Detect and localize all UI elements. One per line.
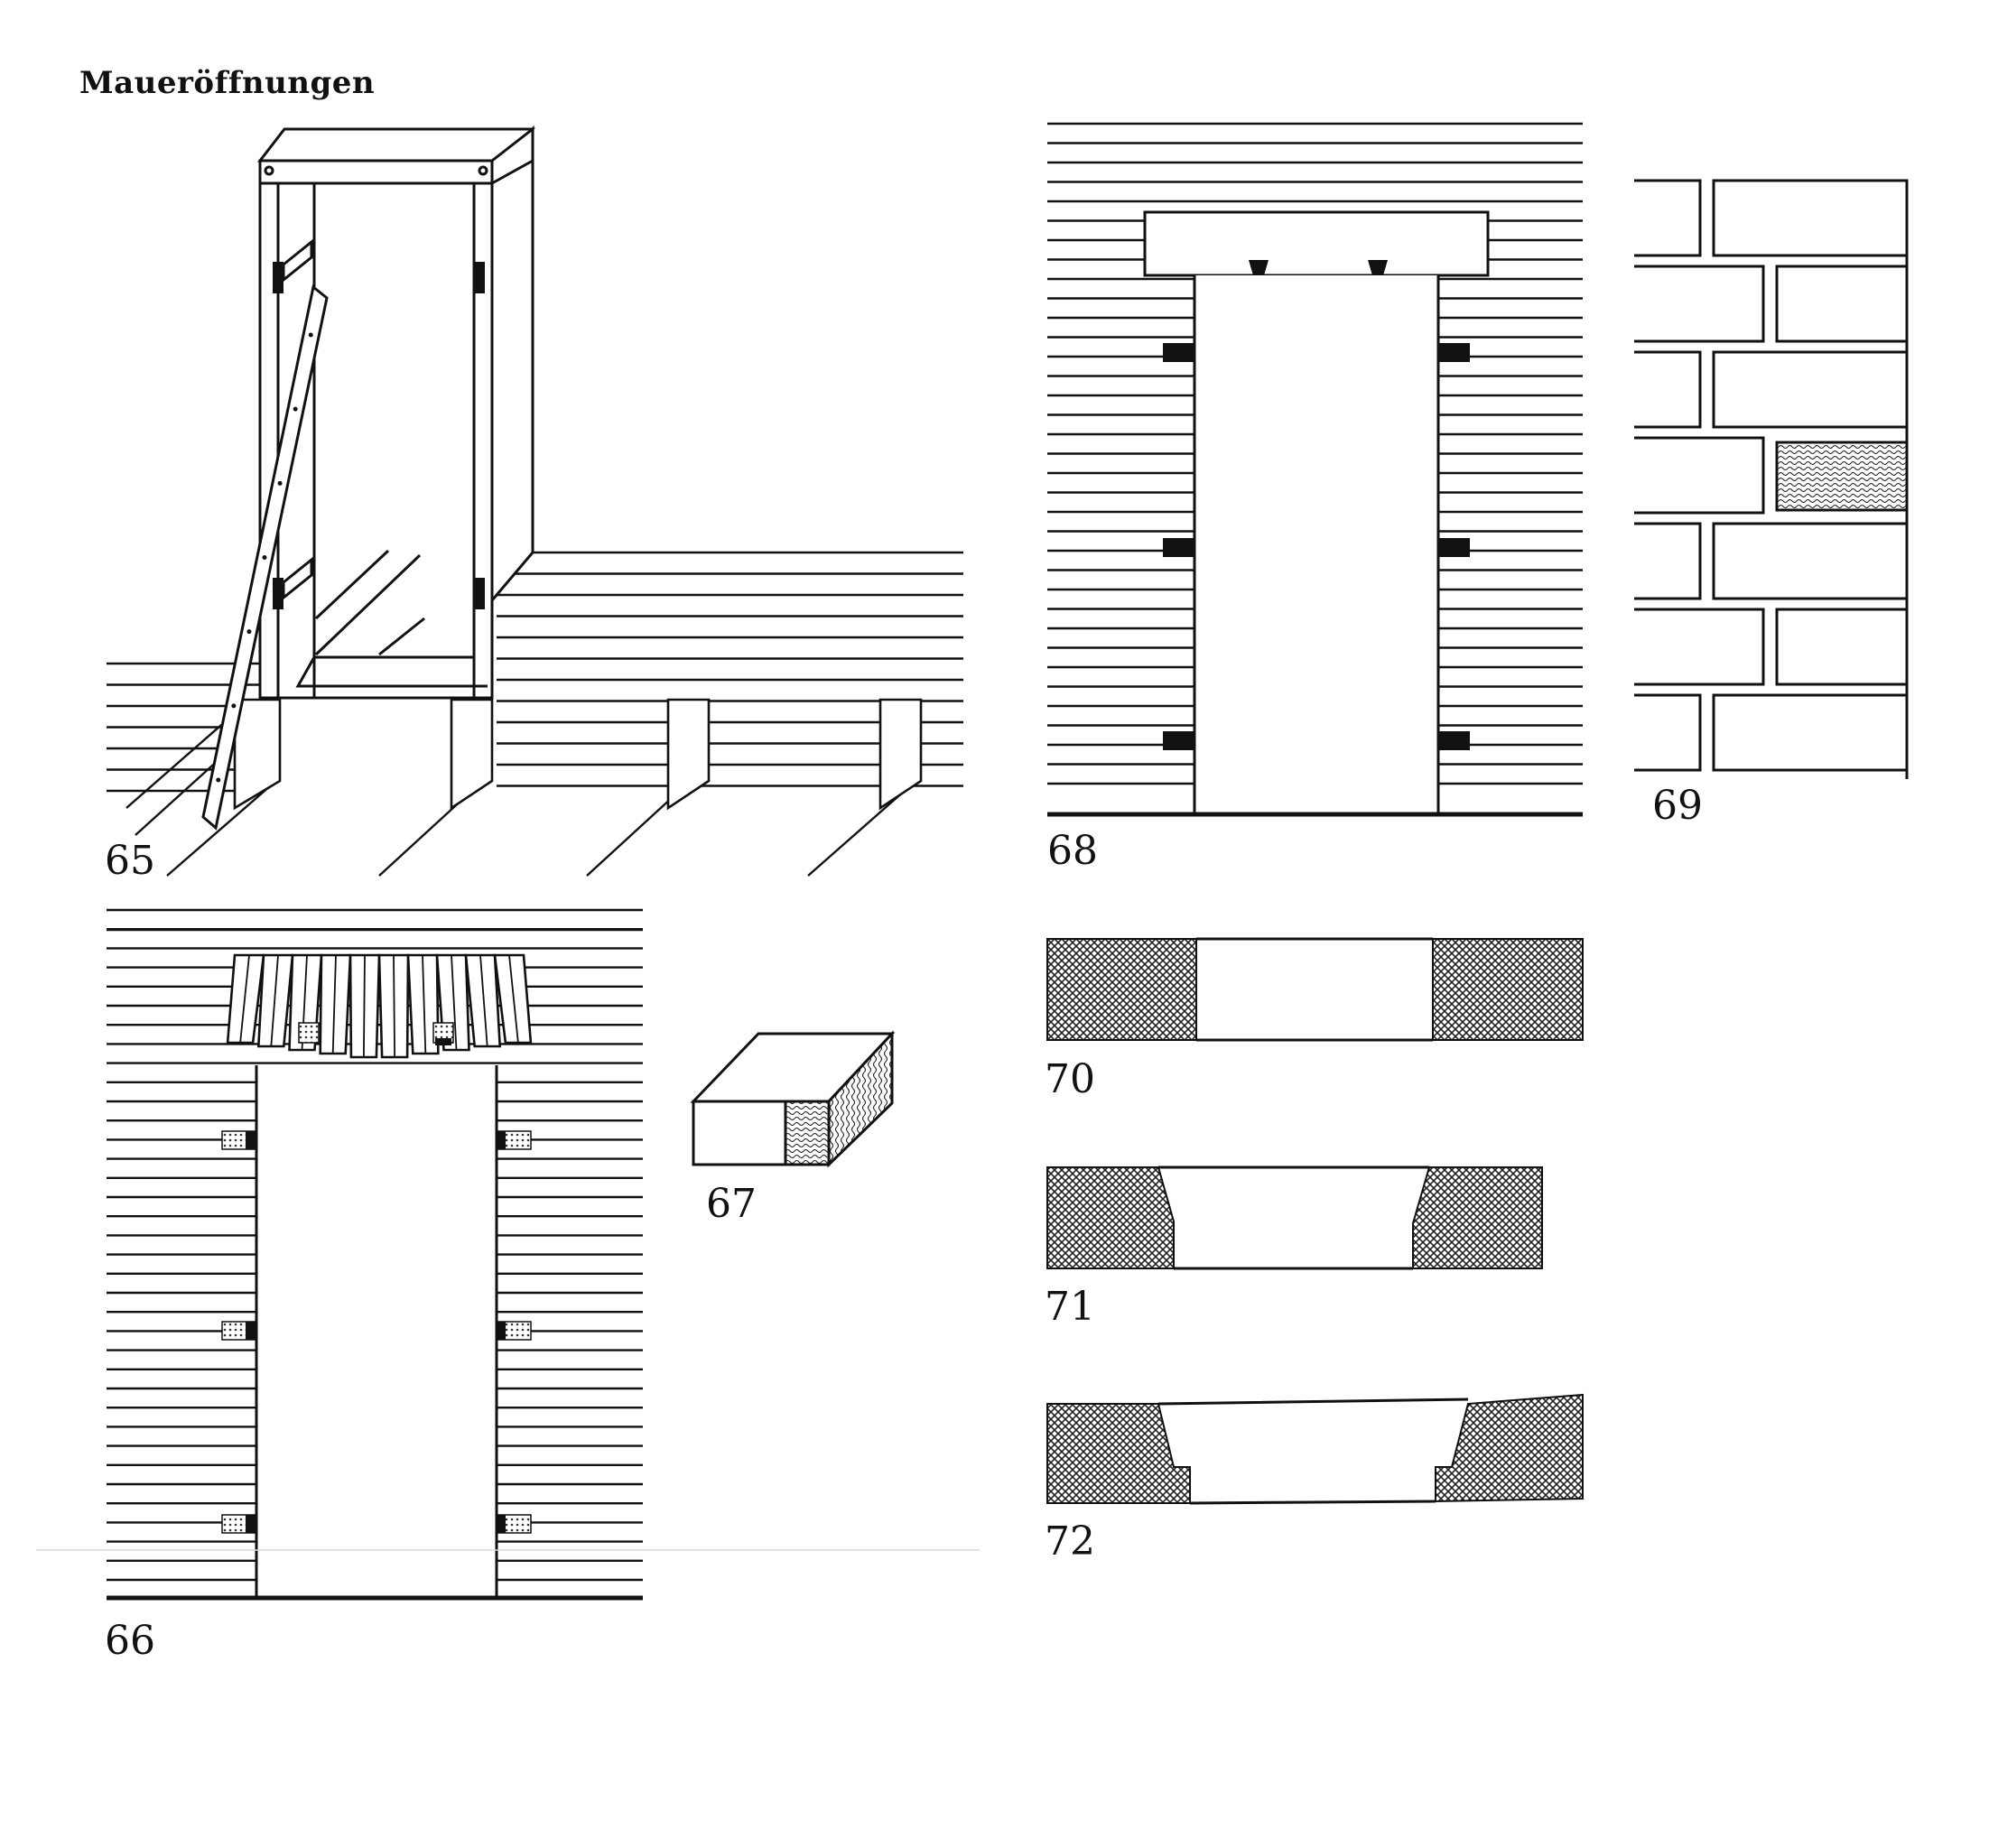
figure-67-wood-block xyxy=(690,1030,896,1168)
figure-69-brick-wall xyxy=(1634,179,1909,779)
figure-68-lintel-opening xyxy=(1047,122,1583,817)
figure-label-70: 70 xyxy=(1045,1056,1095,1102)
page-title: Maueröffnungen xyxy=(79,65,376,101)
figure-71-splayed-jamb xyxy=(1046,1165,1543,1270)
figure-65-door-frame xyxy=(107,125,963,877)
figure-label-71: 71 xyxy=(1045,1284,1095,1330)
figure-label-65: 65 xyxy=(105,838,155,884)
figure-66-arch-opening xyxy=(107,908,643,1601)
figure-label-68: 68 xyxy=(1047,828,1098,874)
figure-label-66: 66 xyxy=(105,1618,155,1664)
figure-72-rebated-splayed-jamb xyxy=(1046,1393,1584,1505)
figure-label-69: 69 xyxy=(1652,783,1703,829)
figure-label-67: 67 xyxy=(706,1181,757,1227)
figure-label-72: 72 xyxy=(1045,1518,1095,1565)
figure-70-straight-jamb xyxy=(1046,937,1584,1042)
